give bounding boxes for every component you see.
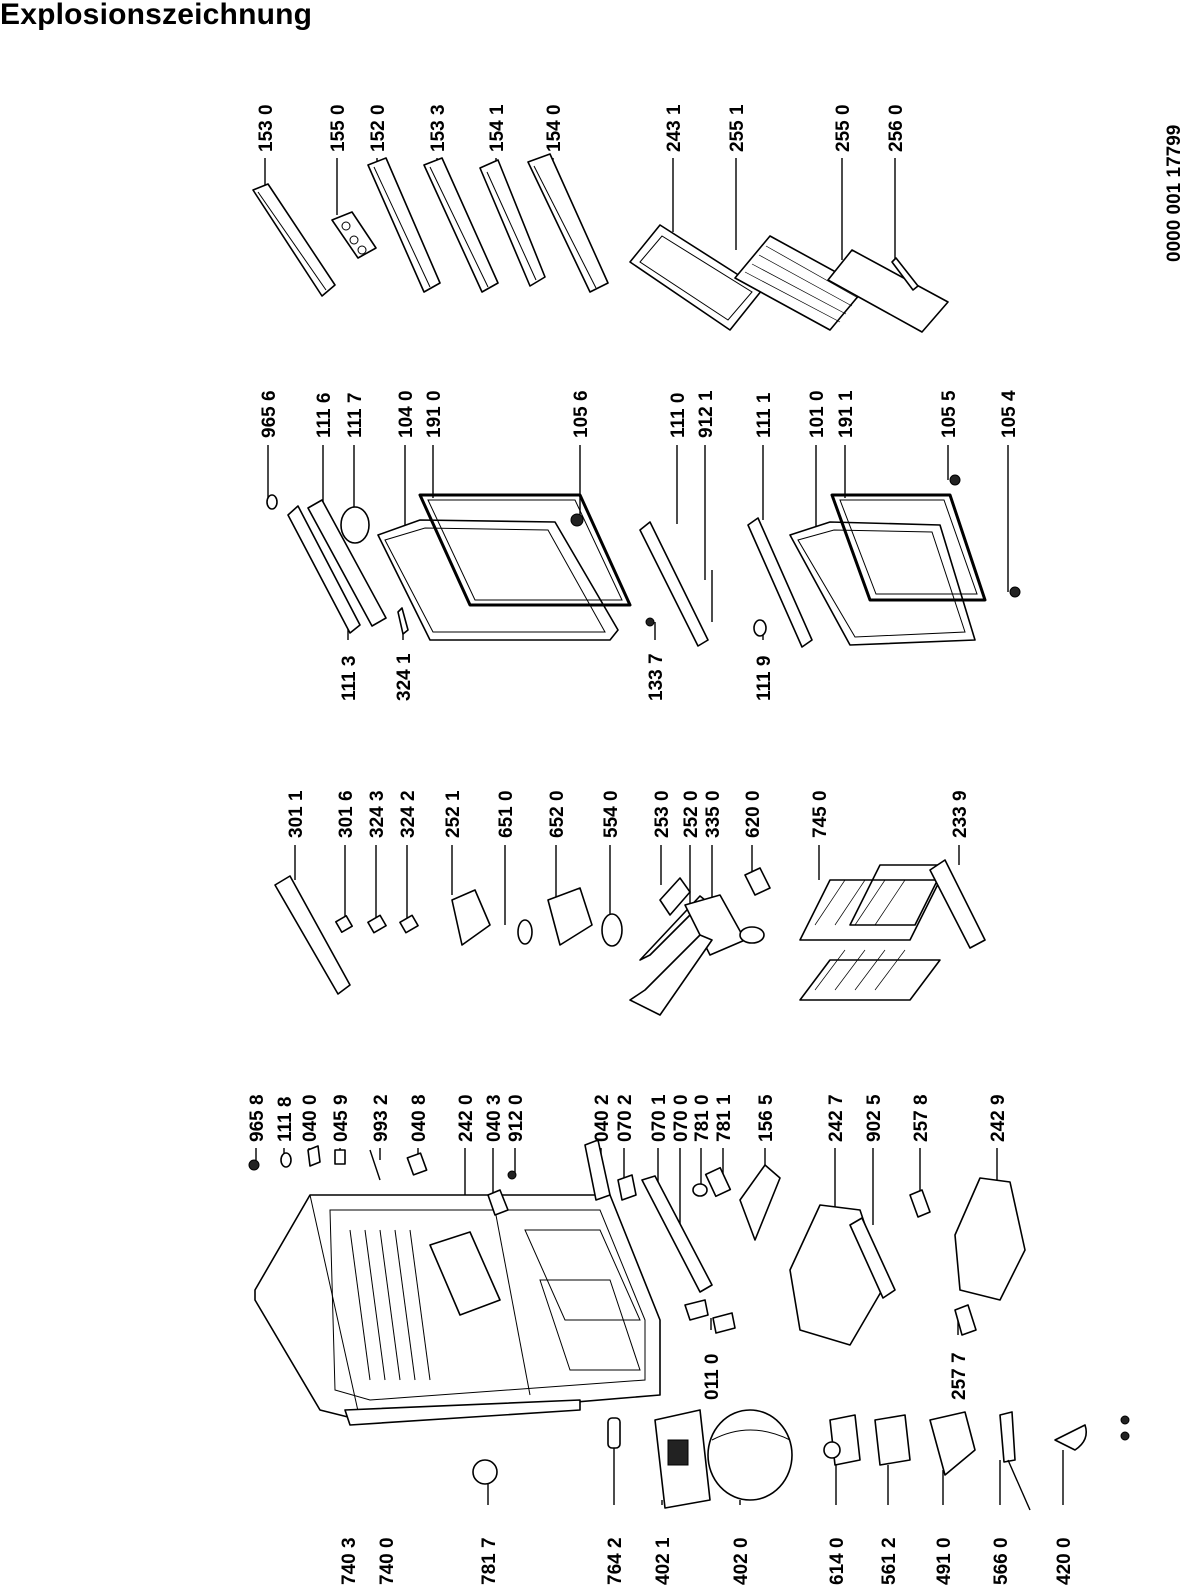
part-label: 491 0 — [934, 1537, 955, 1585]
part-label: 242 7 — [826, 1094, 847, 1142]
part-label: 111 3 — [339, 656, 360, 701]
part-label: 652 0 — [547, 790, 568, 838]
part-label: 912 0 — [506, 1094, 527, 1142]
part-label: 191 1 — [836, 390, 857, 438]
part-label: 781 7 — [479, 1537, 500, 1585]
part-label: 781 1 — [714, 1094, 735, 1142]
part-label: 255 0 — [833, 104, 854, 152]
part-label: 243 1 — [664, 104, 685, 152]
part-label: 133 7 — [646, 653, 667, 701]
part-label: 402 0 — [731, 1537, 752, 1585]
part-label: 301 1 — [286, 790, 307, 838]
part-label: 156 5 — [756, 1094, 777, 1142]
part-label: 764 2 — [605, 1537, 626, 1585]
part-label: 420 0 — [1054, 1537, 1075, 1585]
part-label: 153 3 — [428, 104, 449, 152]
controls-drawings — [274, 859, 986, 1016]
part-label: 620 0 — [743, 790, 764, 838]
leader-lines — [255, 158, 1064, 1505]
part-label: 152 0 — [368, 104, 389, 152]
part-label: 257 8 — [911, 1094, 932, 1142]
part-label: 651 0 — [496, 790, 517, 838]
part-label: 561 2 — [879, 1537, 900, 1585]
part-label: 011 0 — [702, 1354, 723, 1401]
part-label: 040 3 — [484, 1094, 505, 1142]
part-label: 111 0 — [668, 393, 689, 438]
part-label: 105 6 — [571, 390, 592, 438]
part-label: 740 0 — [377, 1537, 398, 1585]
part-label: 233 9 — [950, 790, 971, 838]
part-label: 155 0 — [328, 104, 349, 152]
page-title: Explosionszeichnung — [0, 0, 313, 31]
part-labels: 153 0 155 0 152 0 153 3 154 1 154 0 243 … — [247, 104, 1185, 1585]
part-label: 745 0 — [810, 790, 831, 838]
part-label: 965 8 — [247, 1094, 268, 1142]
part-label: 335 0 — [703, 790, 724, 838]
part-label: 740 3 — [339, 1537, 360, 1585]
door-frame-drawings — [266, 474, 1021, 648]
part-label: 566 0 — [991, 1537, 1012, 1585]
part-label: 993 2 — [371, 1094, 392, 1142]
part-label: 902 5 — [864, 1094, 885, 1142]
part-label: 301 6 — [336, 790, 357, 838]
part-label: 070 1 — [649, 1094, 670, 1142]
part-label: 040 8 — [409, 1094, 430, 1142]
part-label: 402 1 — [653, 1537, 674, 1585]
document-number: 0000 001 17799 — [1164, 125, 1185, 262]
cabinet-drawings — [248, 1139, 1130, 1511]
part-label: 191 0 — [424, 390, 445, 438]
part-label: 912 1 — [696, 390, 717, 438]
part-label: 070 0 — [671, 1094, 692, 1142]
part-label: 111 9 — [754, 656, 775, 701]
part-label: 965 6 — [259, 390, 280, 438]
part-label: 252 1 — [443, 790, 464, 838]
part-label: 105 5 — [939, 390, 960, 438]
part-label: 154 0 — [544, 104, 565, 152]
part-label: 153 0 — [256, 104, 277, 152]
part-label: 105 4 — [999, 390, 1020, 438]
part-label: 324 2 — [398, 790, 419, 838]
part-label: 242 0 — [456, 1094, 477, 1142]
part-label: 781 0 — [692, 1094, 713, 1142]
part-label: 104 0 — [396, 390, 417, 438]
door-parts-drawings — [252, 153, 949, 333]
part-label: 111 6 — [314, 393, 335, 438]
part-label: 045 9 — [331, 1094, 352, 1142]
part-label: 252 0 — [681, 790, 702, 838]
part-label: 242 9 — [988, 1094, 1009, 1142]
part-label: 111 7 — [345, 393, 366, 438]
part-label: 101 0 — [807, 390, 828, 438]
part-label: 255 1 — [727, 104, 748, 152]
part-label: 154 1 — [487, 104, 508, 152]
part-label: 253 0 — [652, 790, 673, 838]
part-label: 554 0 — [601, 790, 622, 838]
part-label: 256 0 — [886, 104, 907, 152]
part-label: 040 2 — [592, 1094, 613, 1142]
part-label: 111 1 — [754, 392, 775, 438]
part-label: 070 2 — [615, 1094, 636, 1142]
part-label: 040 0 — [300, 1094, 321, 1142]
part-label: 257 7 — [949, 1352, 970, 1400]
part-label: 324 1 — [394, 653, 415, 701]
part-label: 111 8 — [275, 1097, 296, 1142]
part-label: 614 0 — [827, 1537, 848, 1585]
part-label: 324 3 — [367, 790, 388, 838]
